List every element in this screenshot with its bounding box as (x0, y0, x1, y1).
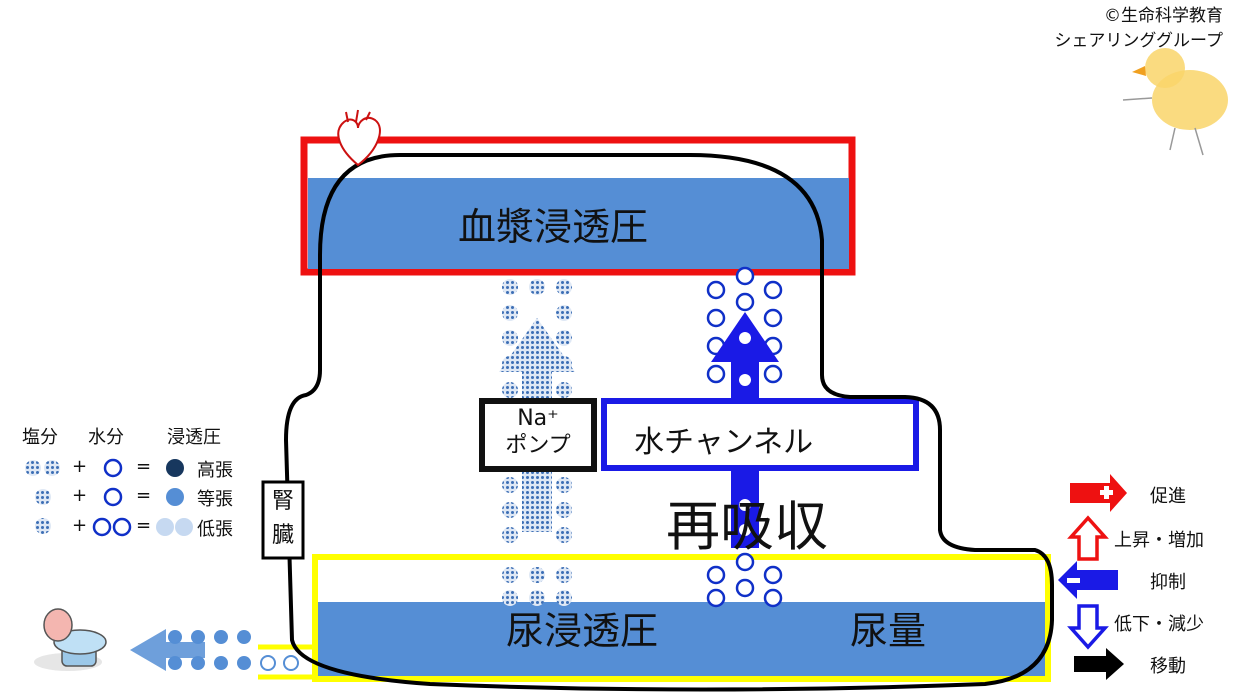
legend-promote-label: 促進 (1150, 486, 1186, 507)
key-row-3-plus: + (72, 515, 88, 536)
plasma-box (300, 136, 856, 276)
salt-particle-column (502, 279, 572, 606)
copyright-credit: ©生命科学教育 シェアリンググループ (1054, 4, 1223, 54)
na-pump-label-line1: Na⁺ (517, 406, 559, 431)
key-water-symbols (92, 458, 132, 537)
key-header-osmotic: 浸透圧 (167, 427, 221, 448)
water-channel-box (601, 398, 919, 471)
key-row-1-label: 高張 (197, 460, 233, 481)
key-osmotic-symbols (156, 459, 193, 536)
water-channel-label: 水チャンネル (634, 425, 814, 460)
na-pump-label: Na⁺ ポンプ (485, 405, 591, 459)
key-header-salt: 塩分 (22, 427, 58, 448)
urine-outflow-arrow (130, 629, 205, 671)
urine-outflow-particles (168, 630, 251, 670)
kidney-label-box (261, 480, 305, 560)
credit-line-2: シェアリンググループ (1054, 31, 1223, 51)
black-right-arrow-icon (1074, 648, 1124, 680)
white-outflow-particles (260, 655, 299, 671)
kidney-label-line1: 腎 (271, 489, 294, 514)
red-plus-arrow-icon (1070, 474, 1127, 512)
reabsorption-label: 再吸収 (666, 495, 828, 558)
blue-minus-arrow-icon (1058, 561, 1118, 599)
kidney-label-line2: 臓 (271, 523, 294, 548)
key-row-3-label: 低張 (197, 519, 233, 540)
legend-increase-label: 上昇・増加 (1114, 530, 1204, 551)
kidney-label: 腎 臓 (264, 485, 302, 553)
plasma-osmolality-label: 血漿浸透圧 (458, 205, 649, 249)
key-row-1-plus: + (72, 456, 88, 477)
legend-move-label: 移動 (1150, 656, 1186, 677)
legend-decrease-label: 低下・減少 (1114, 614, 1204, 635)
chick-icon (1122, 48, 1228, 156)
credit-line-1: ©生命科学教育 (1104, 6, 1223, 26)
water-particle-column (706, 266, 783, 608)
key-row-2-equals: = (136, 485, 152, 506)
key-row-3-equals: = (136, 515, 152, 536)
key-row-2-plus: + (72, 485, 88, 506)
na-pump-label-line2: ポンプ (505, 433, 571, 458)
key-salt-symbols (25, 460, 60, 534)
na-pump-box (479, 398, 597, 472)
blue-down-outline-arrow-icon (1067, 604, 1109, 650)
urine-volume-label: 尿量 (850, 609, 927, 653)
toilet-icon (34, 608, 107, 671)
key-row-1-equals: = (136, 456, 152, 477)
heart-icon (337, 109, 381, 167)
urine-outflow-duct (258, 644, 316, 680)
red-up-outline-arrow-icon (1067, 515, 1109, 561)
urine-osmolality-label: 尿浸透圧 (506, 609, 659, 653)
legend-inhibit-label: 抑制 (1150, 572, 1186, 593)
key-row-2-label: 等張 (197, 489, 233, 510)
kidney-outline (283, 153, 1054, 692)
urine-box (312, 554, 1051, 682)
key-header-water: 水分 (88, 427, 124, 448)
